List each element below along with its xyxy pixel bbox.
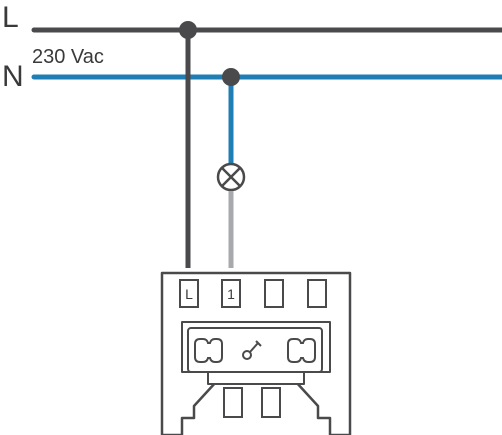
right-clamp-icon [287,338,316,363]
terminal-1 [221,279,241,308]
neutral-junction [222,68,240,86]
lamp-icon [216,162,246,192]
terminal-1-label: 1 [227,286,235,302]
terminal-3 [264,279,284,308]
lower-slot-left [223,387,243,418]
voltage-label: 230 Vac [32,46,104,68]
left-clamp-icon [194,338,223,363]
terminal-l-label: L [185,286,193,302]
switch-symbol-icon [242,340,262,360]
live-junction [179,21,197,39]
switch-module: L 1 [160,271,352,435]
lower-slot-right [261,387,281,418]
neutral-line-label: N [2,60,24,93]
live-line-label: L [2,1,19,34]
terminal-l [179,279,199,308]
terminal-4 [307,279,327,308]
